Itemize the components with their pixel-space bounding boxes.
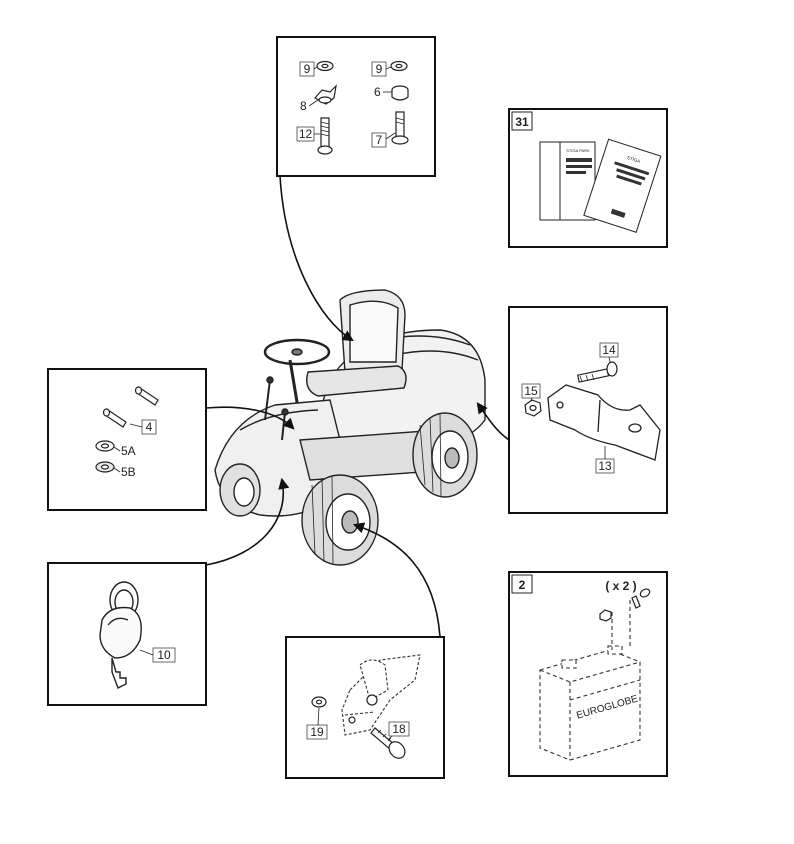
mounting-bracket-icon xyxy=(547,384,661,461)
callout-9: 9 xyxy=(304,62,311,76)
hardware-box-bolts: 9 8 12 9 6 7 xyxy=(276,36,436,177)
callout-18: 18 xyxy=(392,722,406,736)
washer-icon xyxy=(390,60,408,72)
pin-icon xyxy=(134,386,159,406)
callout-14: 14 xyxy=(602,343,616,357)
battery-icon xyxy=(539,600,641,761)
lawn-tractor xyxy=(214,289,486,566)
shoulder-bolt-icon xyxy=(391,111,409,145)
manual-booklet-icon: STIGA xyxy=(583,138,662,233)
callout-5b: 5B xyxy=(121,465,136,479)
hardware-box-key: 10 xyxy=(47,562,207,706)
callout-5a: 5A xyxy=(121,444,136,458)
hardware-box-hitch: 19 18 xyxy=(285,636,445,779)
callout-6: 6 xyxy=(374,85,381,99)
leader-bolts-to-seat xyxy=(279,175,354,342)
leader-pins-to-lever xyxy=(205,406,295,430)
manual-cover-text: STIGA xyxy=(626,155,640,164)
leader-hitch-to-axle xyxy=(352,522,441,638)
bolt-icon xyxy=(317,117,333,155)
bolt-icon xyxy=(576,361,618,383)
callout-31: 31 xyxy=(515,115,529,129)
hitch-bracket-icon xyxy=(341,654,421,736)
washer-icon xyxy=(311,696,327,708)
callout-4: 4 xyxy=(146,420,153,434)
callout-13: 13 xyxy=(598,459,612,473)
leader-lines xyxy=(205,175,510,638)
nut-icon xyxy=(599,609,612,622)
callout-9: 9 xyxy=(376,62,383,76)
washer-icon xyxy=(95,440,115,452)
quantity-label: ( x 2 ) xyxy=(605,579,636,593)
callout-12: 12 xyxy=(299,127,313,141)
hitch-hole-icon xyxy=(348,694,378,724)
washer-icon xyxy=(316,60,334,72)
manual-cover-text: STIGA PARK xyxy=(566,148,590,153)
callout-7: 7 xyxy=(376,133,383,147)
callout-15: 15 xyxy=(524,384,538,398)
hardware-box-manuals: 31 STIGA PARK STIGA xyxy=(508,108,668,248)
callout-8: 8 xyxy=(300,99,307,113)
callout-10: 10 xyxy=(157,648,171,662)
callout-19: 19 xyxy=(310,725,324,739)
lock-washer-icon xyxy=(95,461,115,473)
leader-bracket-to-rear xyxy=(476,402,510,441)
wing-nut-icon xyxy=(314,84,337,105)
hardware-box-pins: 4 5A 5B xyxy=(47,368,207,511)
leader-key-to-ignition xyxy=(205,477,290,566)
manual-booklet-icon: STIGA PARK xyxy=(539,141,596,221)
callout-2: 2 xyxy=(519,578,526,592)
screw-icon xyxy=(631,588,651,609)
hardware-box-bracket: 14 15 13 xyxy=(508,306,668,514)
hardware-box-battery: 2 ( x 2 ) EUROGLOBE xyxy=(508,571,668,777)
ignition-key-icon xyxy=(99,581,142,689)
spacer-icon xyxy=(391,85,409,101)
pin-icon xyxy=(102,408,127,428)
